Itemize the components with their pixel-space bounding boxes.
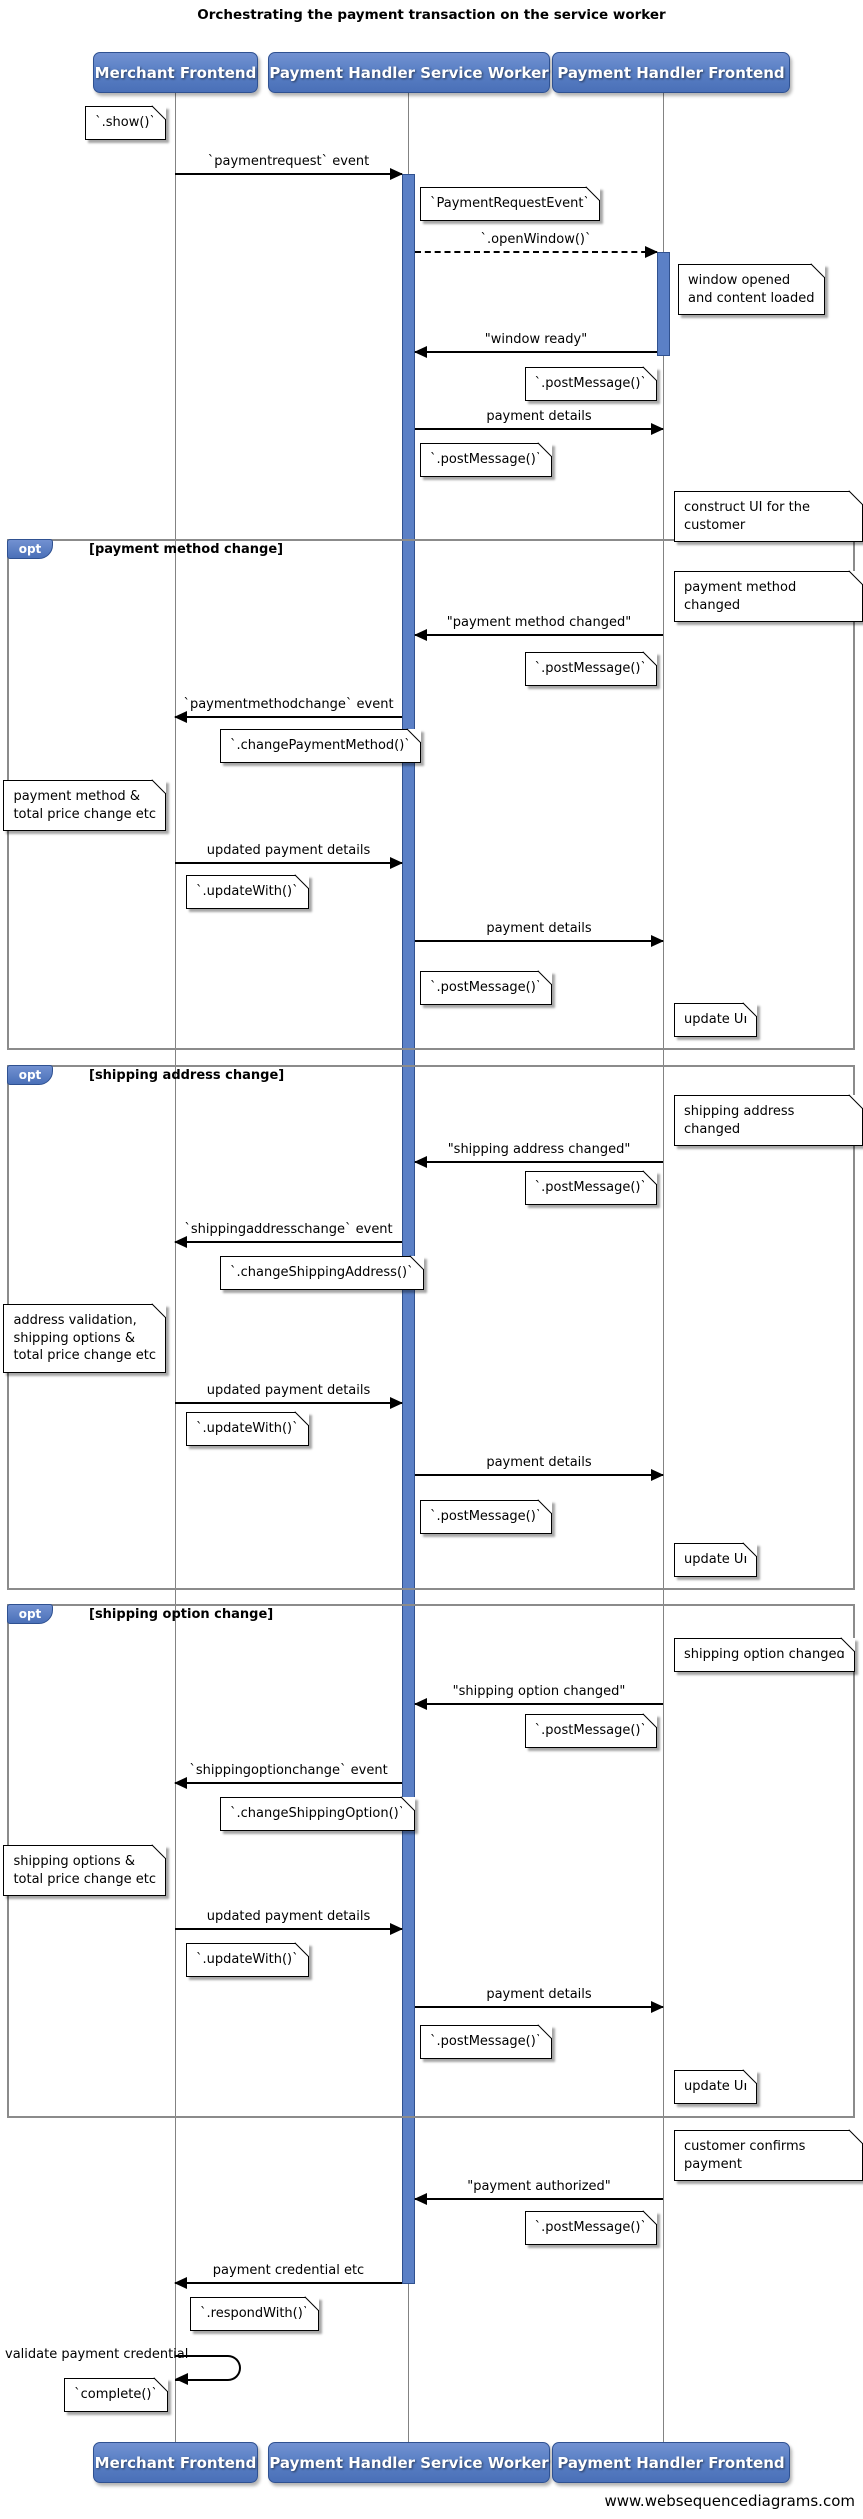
arrow-payment-authorized: [414, 2193, 663, 2205]
note-changepaymentmethod: `.changePaymentMethod()`: [220, 729, 421, 763]
note-customer-confirms-payment: customer confirms payment: [674, 2130, 863, 2182]
message-label-payment-details-4: payment details: [486, 1987, 592, 2002]
note-postmessage-sw-1: `.postMessage()`: [420, 443, 553, 477]
arrow-shipping-address-changed: [414, 1156, 663, 1168]
note-shipping-options-total-price: shipping options & total price change et…: [3, 1845, 166, 1897]
activation-bar-payment-handler-frontend: [657, 252, 670, 356]
note-payment-method-changed: payment method changed: [674, 571, 863, 623]
note-update-ui-3: update UI: [674, 2070, 758, 2104]
actor-service-worker-bottom: Payment Handler Service Worker: [268, 2442, 550, 2483]
message-label-payment-authorized: "payment authorized": [467, 2179, 611, 2194]
opt-frame-tag: opt: [7, 539, 53, 559]
message-label-shipping-address-changed: "shipping address changed": [447, 1142, 631, 1157]
arrow-updated-payment-details-1: [175, 857, 403, 869]
note-address-validation: address validation, shipping options & t…: [3, 1304, 166, 1373]
self-message-arrowhead: [175, 2373, 188, 2385]
note-update-ui-2: update UI: [674, 1543, 758, 1577]
note-postmessage-phf-3: `.postMessage()`: [524, 1171, 658, 1205]
actor-merchant-frontend-top: Merchant Frontend: [93, 52, 258, 93]
note-update-ui-1: update UI: [674, 1003, 758, 1037]
note-shipping-option-changed: shipping option changed: [674, 1638, 855, 1672]
message-label-updated-payment-details-3: updated payment details: [206, 1909, 371, 1924]
message-label-payment-credential-etc: payment credential etc: [212, 2263, 365, 2278]
self-message-loop: [175, 2355, 241, 2381]
note-postmessage-sw-4: `.postMessage()`: [420, 2025, 553, 2059]
opt-frame-condition: [shipping address change]: [89, 1068, 285, 1083]
message-label-shippingoptionchange-event: `shippingoptionchange` event: [189, 1763, 388, 1778]
actor-payment-handler-frontend-top: Payment Handler Frontend: [552, 52, 790, 93]
arrow-updated-payment-details-3: [175, 1923, 403, 1935]
arrow-payment-method-changed: [414, 629, 663, 641]
opt-frame-tag: opt: [7, 1604, 53, 1624]
opt-frame-condition: [payment method change]: [89, 542, 284, 557]
diagram-title: Orchestrating the payment transaction on…: [197, 7, 666, 23]
message-label-updated-payment-details-2: updated payment details: [206, 1383, 371, 1398]
message-label-updated-payment-details-1: updated payment details: [206, 843, 371, 858]
message-label-payment-method-changed: "payment method changed": [446, 615, 632, 630]
arrow-paymentmethodchange-event: [174, 711, 402, 723]
note-show: `.show()`: [85, 106, 166, 140]
note-updatewith-2: `.updateWith()`: [186, 1412, 309, 1446]
actor-service-worker-top: Payment Handler Service Worker: [268, 52, 550, 93]
arrow-shipping-option-changed: [414, 1698, 663, 1710]
note-payment-method-total-price: payment method & total price change etc: [3, 780, 166, 832]
note-postmessage-sw-3: `.postMessage()`: [420, 1500, 553, 1534]
message-label-shippingaddresschange-event: `shippingaddresschange` event: [184, 1222, 393, 1237]
message-label-window-ready: "window ready": [484, 332, 588, 347]
note-updatewith-3: `.updateWith()`: [186, 1943, 309, 1977]
message-label-paymentmethodchange-event: `paymentmethodchange` event: [183, 697, 394, 712]
note-respondwith: `.respondWith()`: [190, 2297, 320, 2331]
message-label-shipping-option-changed: "shipping option changed": [452, 1684, 626, 1699]
note-changeshippingoption: `.changeShippingOption()`: [220, 1797, 416, 1831]
message-label-payment-details-1: payment details: [486, 409, 592, 424]
note-postmessage-phf-2: `.postMessage()`: [524, 652, 658, 686]
note-changeshippingaddress: `.changeShippingAddress()`: [220, 1256, 424, 1290]
lifeline-payment-handler-frontend: [663, 92, 664, 2442]
arrow-payment-credential-etc: [174, 2277, 402, 2289]
note-construct-ui: construct UI for the customer: [674, 491, 863, 543]
note-window-opened: window opened and content loaded: [678, 264, 825, 316]
arrow-window-ready: [414, 346, 657, 358]
arrow-payment-details-3: [415, 1469, 664, 1481]
message-label-openwindow: `.openWindow()`: [480, 232, 592, 247]
note-shipping-address-changed: shipping address changed: [674, 1095, 863, 1147]
lifeline-merchant-frontend: [175, 92, 176, 2442]
note-postmessage-phf-1: `.postMessage()`: [524, 367, 658, 401]
actor-merchant-frontend-bottom: Merchant Frontend: [93, 2442, 258, 2483]
arrow-payment-details-2: [415, 935, 664, 947]
arrow-openwindow: [415, 246, 658, 258]
websequencediagrams-credit: www.websequencediagrams.com: [604, 2492, 856, 2510]
message-label-validate-payment-credential: validate payment credential: [5, 2347, 189, 2362]
arrow-updated-payment-details-2: [175, 1397, 403, 1409]
message-label-payment-details-3: payment details: [486, 1455, 592, 1470]
opt-frame-condition: [shipping option change]: [89, 1607, 274, 1622]
note-paymentrequestevent: `PaymentRequestEvent`: [420, 187, 600, 221]
message-label-payment-details-2: payment details: [486, 921, 592, 936]
arrow-payment-details-4: [415, 2001, 664, 2013]
opt-frame-tag: opt: [7, 1065, 53, 1085]
arrow-shippingaddresschange-event: [174, 1236, 402, 1248]
arrow-paymentrequest-event: [175, 168, 403, 180]
note-postmessage-sw-2: `.postMessage()`: [420, 971, 553, 1005]
note-complete: `complete()`: [64, 2378, 168, 2412]
actor-payment-handler-frontend-bottom: Payment Handler Frontend: [552, 2442, 790, 2483]
note-postmessage-phf-4: `.postMessage()`: [524, 1714, 658, 1748]
arrow-payment-details-1: [415, 423, 664, 435]
note-updatewith-1: `.updateWith()`: [186, 875, 309, 909]
note-postmessage-phf-5: `.postMessage()`: [524, 2211, 658, 2245]
activation-bar-service-worker: [402, 174, 415, 2284]
message-label-paymentrequest-event: `paymentrequest` event: [207, 154, 370, 169]
arrow-shippingoptionchange-event: [174, 1777, 402, 1789]
